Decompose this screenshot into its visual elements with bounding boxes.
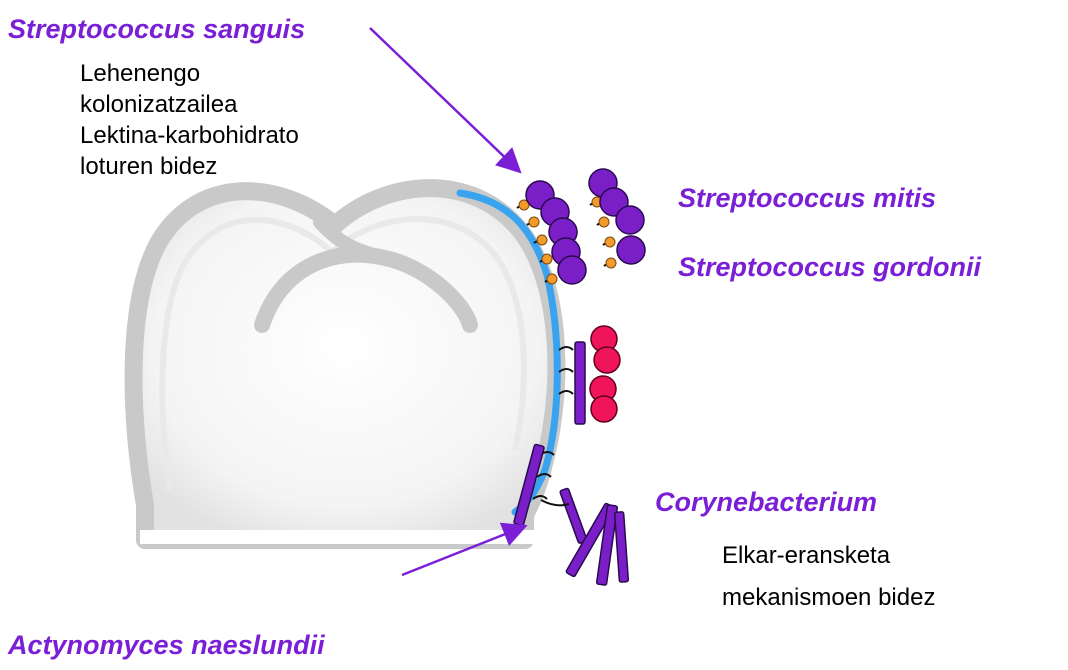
label-s-mitis: Streptococcus mitis <box>678 183 936 214</box>
tooth-cut-edge <box>140 530 535 544</box>
note-corynebacterium: Elkar-eransketa mekanismoen bidez <box>722 535 935 619</box>
pink-cocci <box>590 326 620 422</box>
note-line: loturen bidez <box>80 151 299 182</box>
label-s-sanguis: Streptococcus sanguis <box>8 14 305 45</box>
tooth <box>134 188 557 544</box>
note-s-sanguis: Lehenengo kolonizatzailea Lektina-karboh… <box>80 58 299 182</box>
label-corynebacterium: Corynebacterium <box>655 487 877 518</box>
note-line: mekanismoen bidez <box>722 577 935 619</box>
note-line: kolonizatzailea <box>80 89 299 120</box>
label-s-gordonii: Streptococcus gordonii <box>678 252 981 283</box>
label-actinomyces: Actynomyces naeslundii <box>8 630 325 661</box>
note-line: Elkar-eransketa <box>722 535 935 577</box>
note-line: Lektina-karbohidrato <box>80 120 299 151</box>
arrow-s-sanguis <box>370 28 518 170</box>
note-line: Lehenengo <box>80 58 299 89</box>
